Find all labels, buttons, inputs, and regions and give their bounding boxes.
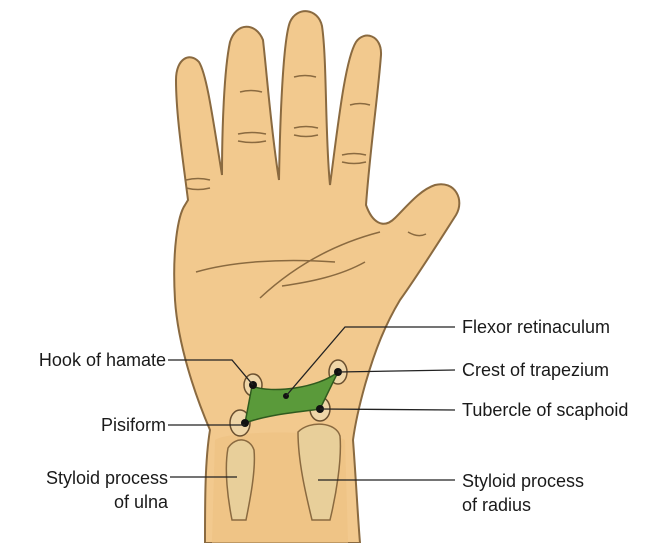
label-pisiform: Pisiform xyxy=(8,414,166,436)
label-tubercle-of-scaphoid: Tubercle of scaphoid xyxy=(462,399,628,421)
label-styloid-radius-line1: Styloid process xyxy=(462,470,584,492)
label-hook-of-hamate: Hook of hamate xyxy=(8,349,166,371)
label-styloid-ulna-line1: Styloid process xyxy=(8,467,168,489)
label-styloid-ulna-line2: of ulna xyxy=(8,491,168,513)
label-flexor-retinaculum: Flexor retinaculum xyxy=(462,316,610,338)
label-styloid-radius-line2: of radius xyxy=(462,494,531,516)
label-crest-of-trapezium: Crest of trapezium xyxy=(462,359,609,381)
